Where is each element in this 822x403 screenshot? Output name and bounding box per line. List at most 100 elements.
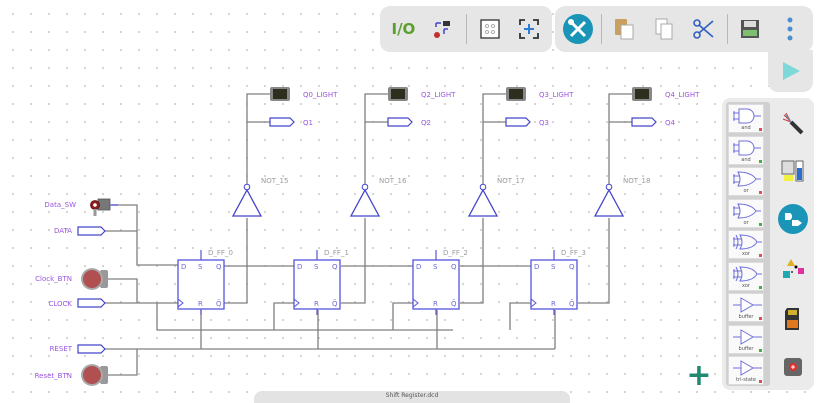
not-gate[interactable]: NOT_15 bbox=[231, 177, 288, 217]
not-bubble bbox=[605, 183, 613, 191]
clock-button[interactable] bbox=[81, 268, 108, 290]
copy-button[interactable] bbox=[647, 12, 681, 46]
status-indicator bbox=[759, 222, 762, 226]
category-integrated-circuits[interactable] bbox=[776, 350, 810, 384]
pin-label-q: Q bbox=[451, 263, 457, 271]
not-gate[interactable]: NOT_18 bbox=[593, 177, 650, 217]
data-input-port[interactable] bbox=[77, 226, 106, 236]
output-label: Q2 bbox=[421, 119, 431, 127]
timing-diagram-icon bbox=[434, 21, 451, 38]
run-simulation-button[interactable] bbox=[774, 54, 808, 88]
paste-button[interactable] bbox=[608, 12, 642, 46]
wire bbox=[156, 303, 453, 331]
pin-label-r: R bbox=[433, 300, 438, 308]
output-light[interactable]: Q2_LIGHT bbox=[388, 87, 456, 101]
wire bbox=[578, 218, 610, 304]
pin-label-qn: Q̄ bbox=[451, 299, 457, 308]
wire bbox=[364, 93, 388, 185]
output-light[interactable]: Q0_LIGHT bbox=[270, 87, 338, 101]
cut-button[interactable] bbox=[687, 12, 721, 46]
more-vertical-icon bbox=[787, 17, 793, 41]
not-gate-body bbox=[349, 188, 381, 217]
input-label: Clock_BTN bbox=[35, 275, 72, 283]
not-gate-body bbox=[593, 188, 625, 217]
wire bbox=[460, 218, 484, 304]
output-light[interactable]: Q4_LIGHT bbox=[632, 87, 700, 101]
category-plexers[interactable] bbox=[776, 252, 810, 286]
save-button[interactable] bbox=[734, 12, 768, 46]
category-wires[interactable] bbox=[776, 106, 810, 140]
output-port[interactable]: Q3 bbox=[505, 117, 549, 127]
and-gate-icon bbox=[733, 108, 761, 124]
pin-label-d: D bbox=[181, 263, 186, 271]
tools-button[interactable] bbox=[561, 12, 595, 46]
wire-cable-icon bbox=[782, 112, 804, 135]
palette-item-and[interactable]: and bbox=[728, 104, 764, 133]
palette-item-and[interactable]: and bbox=[728, 135, 764, 165]
status-indicator bbox=[759, 317, 762, 320]
pin-label-q: Q bbox=[569, 263, 575, 271]
flipflop-body bbox=[177, 259, 225, 310]
io-mode-button[interactable]: I/O bbox=[388, 12, 419, 46]
light-lamp bbox=[509, 89, 523, 99]
palette-item-buffer[interactable]: tri-state bbox=[728, 356, 764, 385]
filename-tab[interactable]: Shift Register.dcd bbox=[254, 391, 570, 403]
clock-input-port[interactable] bbox=[77, 298, 106, 308]
wire bbox=[224, 218, 248, 304]
output-port-shape bbox=[387, 117, 413, 127]
output-port[interactable]: Q2 bbox=[387, 117, 431, 127]
pin-label-s: S bbox=[198, 263, 203, 271]
output-port[interactable]: Q4 bbox=[631, 117, 676, 127]
output-light[interactable]: Q3_LIGHT bbox=[506, 87, 574, 101]
not-gate[interactable]: NOT_17 bbox=[467, 177, 524, 217]
toolbar-view: I/O bbox=[380, 6, 552, 52]
category-io[interactable] bbox=[776, 154, 810, 188]
status-indicator bbox=[759, 254, 762, 257]
data-switch[interactable] bbox=[90, 198, 119, 216]
grid-button[interactable] bbox=[474, 12, 505, 46]
pin-label-qn: Q̄ bbox=[332, 299, 338, 308]
reset-button[interactable] bbox=[81, 364, 108, 386]
wire bbox=[273, 302, 294, 330]
clock-pin-icon bbox=[177, 298, 184, 308]
buffer-gate-icon bbox=[733, 328, 762, 345]
reset-input-port[interactable] bbox=[77, 344, 106, 354]
output-port-shape bbox=[631, 117, 657, 127]
category-memory[interactable] bbox=[776, 302, 810, 336]
grid-icon bbox=[480, 19, 500, 39]
palette-item-label: and bbox=[741, 156, 751, 163]
status-indicator bbox=[759, 128, 762, 131]
not-bubble bbox=[479, 183, 487, 191]
palette-item-label: and bbox=[741, 125, 751, 131]
palette-item-buffer[interactable]: buffer bbox=[728, 293, 764, 322]
fit-to-screen-button[interactable] bbox=[513, 12, 544, 46]
palette-item-buffer[interactable]: buffer bbox=[728, 324, 764, 354]
status-indicator bbox=[759, 159, 762, 163]
flipflop-label: D_FF_1 bbox=[324, 249, 349, 257]
not-gate[interactable]: NOT_16 bbox=[349, 177, 407, 217]
output-port[interactable]: Q1 bbox=[269, 117, 313, 127]
flipflop-label: D_FF_0 bbox=[208, 249, 233, 257]
timing-diagram-button[interactable] bbox=[427, 12, 458, 46]
category-logic-gates[interactable] bbox=[776, 202, 810, 236]
palette-item-xor[interactable]: xor bbox=[728, 261, 764, 291]
palette-item-xor[interactable]: xor bbox=[728, 230, 764, 259]
palette-item-label: or bbox=[743, 219, 749, 226]
palette-item-or[interactable]: or bbox=[728, 198, 764, 228]
palette-item-or[interactable]: or bbox=[728, 167, 764, 196]
add-component-button[interactable]: + bbox=[686, 357, 712, 393]
more-options-button[interactable] bbox=[773, 12, 807, 46]
memory-card-icon bbox=[785, 308, 799, 330]
wire bbox=[112, 204, 178, 266]
pin-label-r: R bbox=[314, 300, 319, 308]
palette-item-label: xor bbox=[742, 282, 750, 289]
wire bbox=[392, 302, 413, 330]
wire bbox=[509, 302, 531, 330]
